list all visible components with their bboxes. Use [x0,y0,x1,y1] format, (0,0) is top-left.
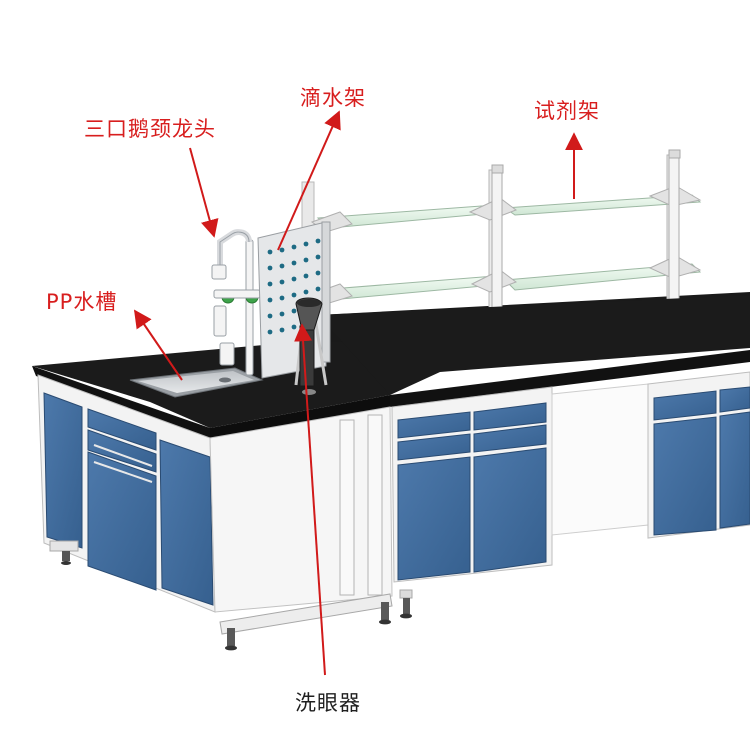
sink-arrow [133,309,183,381]
faucet-label: 三口鹅颈龙头 [84,117,216,141]
faucet-arrow [189,147,219,238]
callout-arrows [133,110,583,676]
drip-rack-arrow [277,110,341,251]
drip-rack-label: 滴水架 [300,86,366,110]
sink [129,367,264,398]
sink-label: PP水槽 [46,290,118,314]
left-cabinet [37,374,216,613]
center-frame [209,406,393,651]
eyewash-arrow [294,323,326,676]
faucet [211,229,261,376]
right-cabinet [647,371,750,539]
middle-cabinet [391,383,649,619]
reagent-shelf-label: 试剂架 [534,99,600,123]
eyewash-label: 洗眼器 [295,691,361,715]
